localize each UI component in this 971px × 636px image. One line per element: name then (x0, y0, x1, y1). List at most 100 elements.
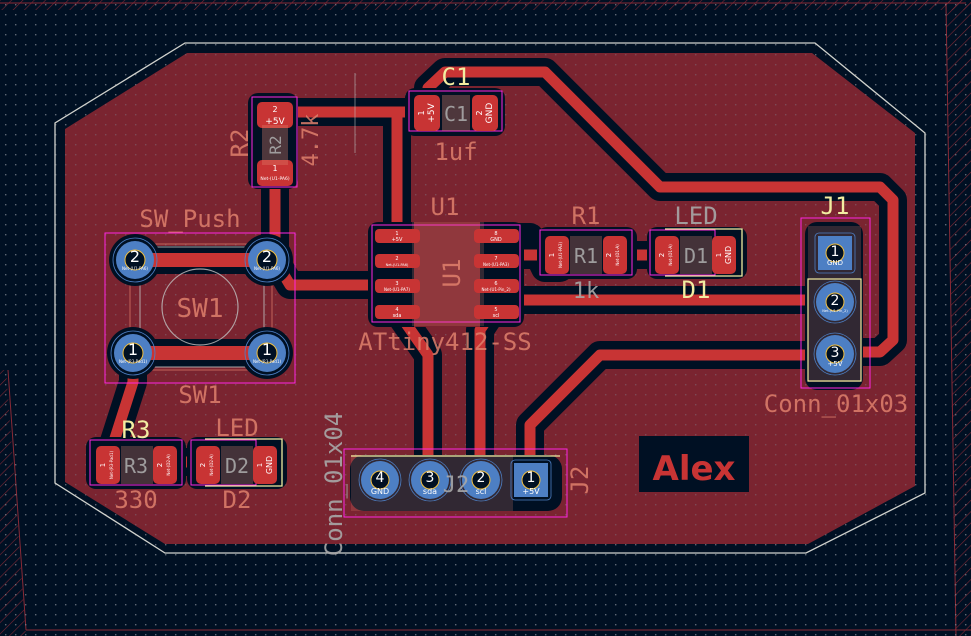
silkscreen-outline (665, 228, 743, 277)
pad-u1-1[interactable] (375, 229, 420, 243)
track-sda (394, 309, 434, 484)
pad-r2-1[interactable] (257, 160, 293, 186)
pad-d2-2[interactable] (196, 446, 220, 484)
pad-sw1-1a[interactable] (110, 330, 156, 376)
reference-label: C1 (442, 63, 471, 91)
fab-body (412, 222, 484, 326)
pad-u1-3[interactable] (375, 279, 420, 293)
footprint-j2[interactable]: 4 GND 3 sda 2 scl 1 +5V J2 J2 Conn_01x04 (320, 412, 594, 557)
reference-label: R3 (122, 416, 151, 444)
pad-num: 7 (494, 256, 497, 262)
footprint-r2[interactable]: 2 +5V 1 Net-(U1-PA6) R2 R2 4.7k (226, 93, 324, 189)
switch-actuator-outline (161, 268, 239, 346)
pad-net: GND (265, 456, 274, 474)
pad-net: Net-(U1-PA7) (384, 287, 410, 292)
pad-num: 2 (272, 105, 277, 114)
u1-pads-right (474, 229, 519, 319)
pad-net: sda (393, 313, 402, 319)
pad-r3-2[interactable] (153, 446, 177, 484)
footprint-r3[interactable]: 1 Net-(R3-Pad1) 2 Net-(D2-A) R3 R3 330 (86, 416, 186, 514)
pad-num: 1 (527, 470, 536, 486)
pad-net: GND (827, 259, 843, 267)
courtyard (104, 232, 296, 384)
fab-body (262, 125, 288, 165)
pad-d1-1[interactable] (712, 236, 736, 274)
pad-d2-1[interactable] (253, 446, 277, 484)
pad-u1-7[interactable] (474, 254, 519, 268)
pad-u1-4[interactable] (375, 305, 420, 319)
footprint-d1[interactable]: 2 Net-(D1-A) 1 GND D1 LED D1 (647, 202, 747, 304)
board-text-label[interactable]: Alex (639, 436, 749, 492)
pad-num: 2 (658, 253, 666, 257)
pad-num: 2 (199, 463, 207, 467)
pad-j2-3[interactable] (408, 458, 452, 502)
fab-outline (129, 243, 273, 371)
pad-u1-6[interactable] (474, 279, 519, 293)
u1-pads-left (375, 229, 420, 319)
pad-d1-2[interactable] (655, 236, 679, 274)
footprint-j1[interactable]: 1 GND 2 Net-(U1-Pin_2) 3 +5V J1 Conn_01x… (764, 192, 909, 418)
silkscreen-outline (205, 438, 283, 487)
pad-c1-1[interactable] (414, 95, 440, 131)
track-5v-j2-j1 (524, 349, 836, 484)
pad-net: Net-(R3-Pad1) (119, 359, 148, 364)
pad-num: 3 (426, 470, 435, 486)
pad-net: Net-(D1-A) (668, 244, 673, 266)
pad-num: 1 (715, 253, 723, 257)
pad-u1-2[interactable] (375, 254, 420, 268)
pad-sw1-1b[interactable] (244, 330, 290, 376)
pad-j2-1[interactable] (510, 459, 552, 501)
pad-num: 2 (475, 110, 484, 115)
value-label: 330 (114, 486, 157, 514)
fab-ref: R1 (574, 244, 598, 268)
footprint-sw1[interactable]: 2 Net-(U1-PA6) 2 Net-(U1-PA6) 1 Net-(R3-… (104, 205, 296, 409)
pad-net: +5V (522, 487, 540, 496)
pad-j2-2[interactable] (459, 458, 503, 502)
pad-u1-8[interactable] (474, 229, 519, 243)
pad-net: Net-(D2-A) (166, 454, 171, 476)
value-label: SW_Push (139, 205, 240, 233)
footprint-d2[interactable]: 2 Net-(D2-A) 1 GND D2 LED D2 (187, 414, 287, 514)
footprint-r1[interactable]: 1 Net-(U1-PA3) 2 Net-(D1-A) R1 R1 1k (537, 202, 637, 304)
pad-num: 2 (156, 463, 164, 467)
pad-num: 4 (376, 470, 385, 486)
pad-sw1-2a[interactable] (112, 237, 158, 283)
pad-r1-2[interactable] (603, 236, 627, 274)
pad-num: 2 (831, 293, 840, 309)
silkscreen-outline (139, 246, 265, 368)
fab-ref: J2 (443, 473, 470, 498)
pad-net: Net-(U1-PA6) (386, 263, 409, 267)
pad-num: 1 (548, 253, 556, 257)
courtyard (343, 448, 568, 518)
reference-label: D1 (682, 276, 711, 304)
pad-j1-3[interactable] (813, 332, 857, 376)
pad-num: 1 (262, 340, 272, 359)
sw1-pads (107, 234, 293, 379)
footprint-u1[interactable]: 1 +5V 2 Net-(U1-PA6) 3 Net-(U1-PA7) 4 sd… (358, 193, 531, 356)
pad-j1-2[interactable] (813, 280, 857, 324)
pad-net: Net-(D1-A) (615, 244, 620, 266)
courtyard (89, 439, 183, 486)
footprint-c1[interactable]: 1 +5V 2 GND C1 C1 1uf (405, 63, 505, 166)
board-edge-cuts (54, 42, 926, 554)
pad-sw1-2b[interactable] (244, 237, 290, 283)
pad-net: Net-(U1-Pin_2) (822, 309, 848, 313)
pad-r3-1[interactable] (96, 446, 120, 484)
pad-j1-1[interactable] (814, 232, 856, 274)
pad-r2-2[interactable] (257, 102, 293, 128)
pad-num: 5 (494, 307, 497, 313)
pad-num: 1 (256, 463, 264, 467)
pad-j2-4[interactable] (358, 458, 402, 502)
pad-net: +5V (827, 360, 842, 368)
pad-r1-1[interactable] (545, 236, 569, 274)
pad-c1-2[interactable] (472, 95, 498, 131)
fab-ref: R3 (124, 454, 148, 478)
fab-ref: C1 (444, 102, 468, 126)
fab-body (221, 446, 253, 484)
pad-u1-5[interactable] (474, 305, 519, 319)
courtyard (800, 217, 871, 389)
pad-net: GND (724, 246, 733, 264)
pad-num: 1 (417, 110, 426, 115)
fab-ref: SW1 (177, 294, 224, 324)
